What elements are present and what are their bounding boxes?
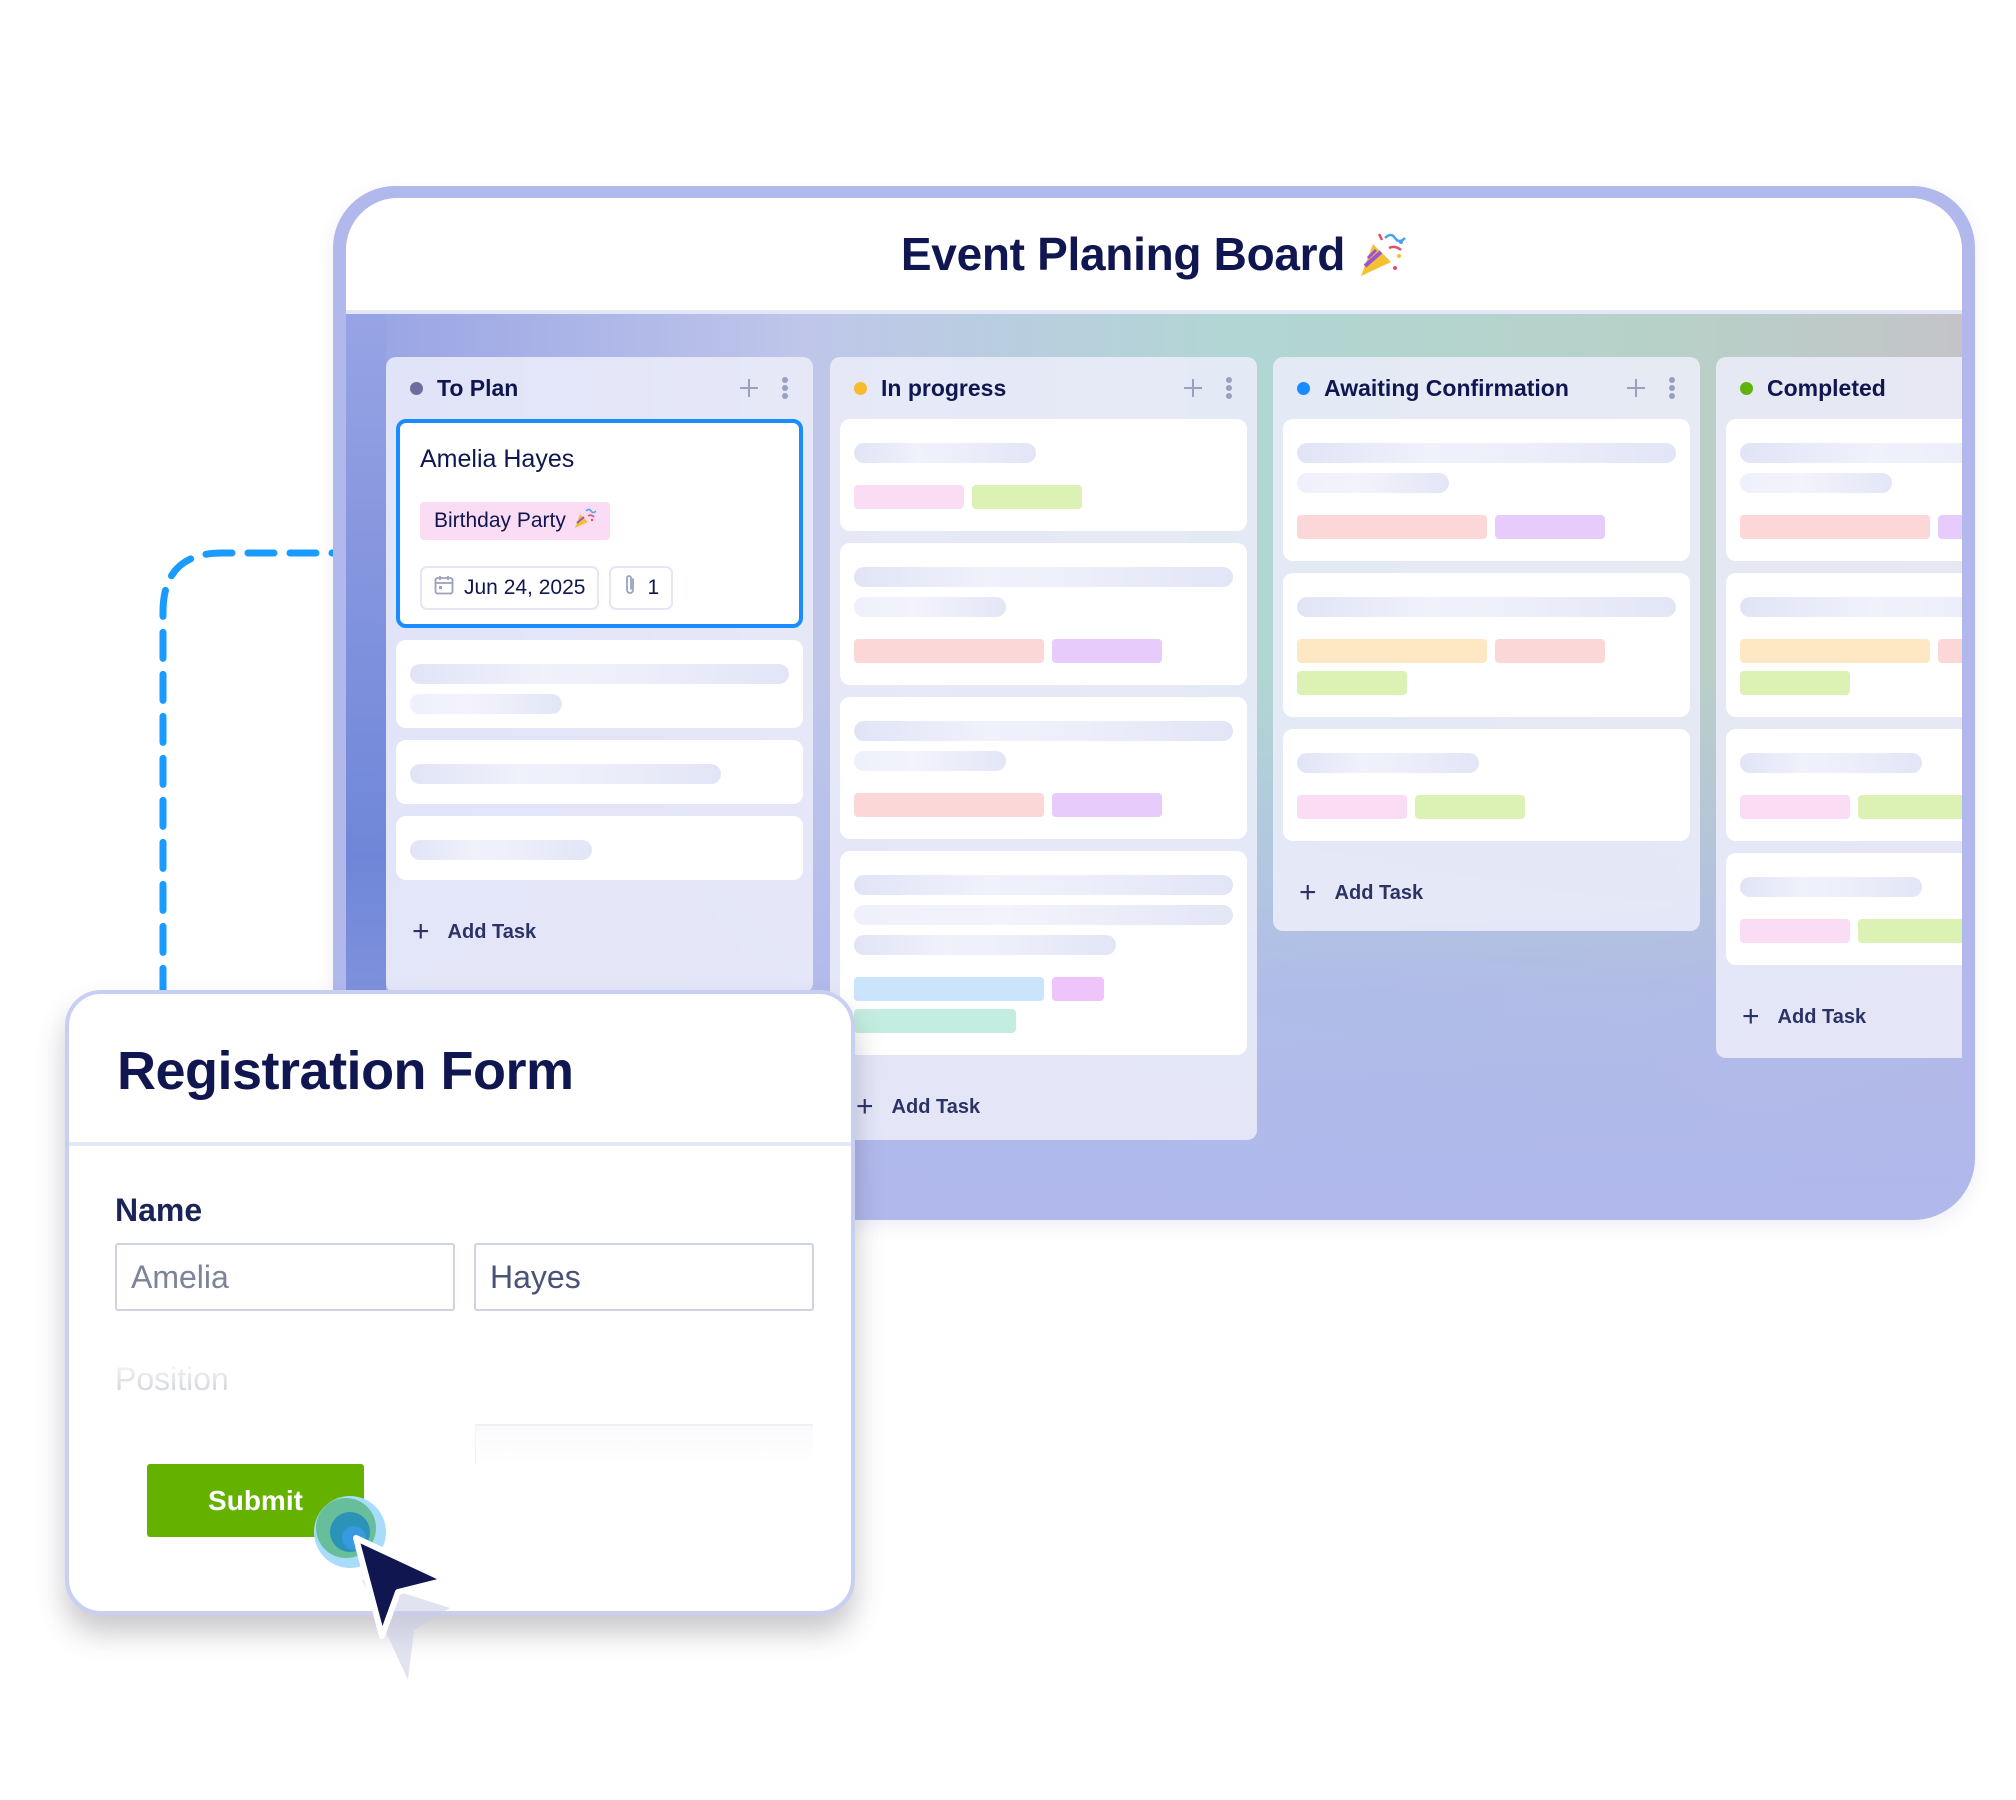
column-header: To Plan — [396, 357, 803, 419]
add-task-button[interactable]: + Add Task — [1726, 977, 1962, 1057]
column-header: In progress — [840, 357, 1247, 419]
plus-icon: + — [412, 915, 430, 948]
column-header: Completed — [1726, 357, 1962, 419]
name-label: Name — [115, 1192, 203, 1228]
column-in-progress: In progress — [830, 357, 1257, 1140]
position-input[interactable] — [475, 1424, 813, 1464]
task-card-title: Amelia Hayes — [420, 445, 575, 473]
paperclip-icon — [623, 574, 637, 602]
placeholder-card[interactable] — [1283, 729, 1690, 841]
event-type-tag: Birthday Party — [420, 502, 610, 540]
board-header: Event Planing Board — [346, 198, 1962, 314]
column-title: To Plan — [437, 374, 519, 401]
placeholder-card[interactable] — [840, 419, 1247, 531]
attachments-chip[interactable]: 1 — [609, 566, 674, 610]
calendar-icon — [434, 575, 454, 601]
form-title: Registration Form — [117, 1041, 574, 1101]
placeholder-card[interactable] — [396, 640, 803, 728]
add-task-button[interactable]: + Add Task — [396, 892, 803, 972]
plus-icon[interactable] — [1626, 378, 1646, 398]
board-area: To Plan Amelia Hayes Birthday Party — [346, 314, 1962, 1220]
party-popper-icon — [1355, 228, 1407, 280]
plus-icon: + — [1299, 876, 1317, 909]
column-to-plan: To Plan Amelia Hayes Birthday Party — [386, 357, 813, 993]
position-label: Position — [115, 1361, 229, 1397]
add-task-label: Add Task — [1334, 881, 1424, 904]
column-completed: Completed — [1716, 357, 1962, 1058]
add-task-button[interactable]: + Add Task — [1283, 853, 1690, 933]
add-task-label: Add Task — [1777, 1005, 1867, 1028]
status-dot — [854, 381, 867, 395]
status-dot — [1740, 381, 1753, 395]
placeholder-card[interactable] — [840, 851, 1247, 1055]
add-task-button[interactable]: + Add Task — [840, 1067, 1247, 1147]
column-title: In progress — [881, 374, 1007, 401]
last-name-input[interactable] — [474, 1243, 814, 1311]
board-title: Event Planing Board — [900, 228, 1346, 280]
task-card-amelia-hayes[interactable]: Amelia Hayes Birthday Party — [396, 419, 803, 628]
kebab-menu-icon[interactable] — [1668, 376, 1676, 400]
kebab-menu-icon[interactable] — [1225, 376, 1233, 400]
placeholder-card[interactable] — [396, 816, 803, 880]
column-title: Completed — [1767, 374, 1886, 401]
plus-icon[interactable] — [739, 378, 759, 398]
first-name-input[interactable] — [115, 1243, 455, 1311]
attachment-count: 1 — [647, 576, 660, 599]
placeholder-card[interactable] — [1726, 853, 1962, 965]
placeholder-card[interactable] — [840, 543, 1247, 685]
submit-button[interactable]: Submit — [147, 1464, 364, 1537]
plus-icon: + — [856, 1090, 874, 1123]
due-date-chip[interactable]: Jun 24, 2025 — [420, 566, 600, 610]
party-popper-icon — [572, 506, 597, 536]
placeholder-card[interactable] — [1726, 573, 1962, 717]
event-type-label: Birthday Party — [434, 509, 566, 532]
column-awaiting-confirmation: Awaiting Confirmation — [1273, 357, 1700, 931]
due-date: Jun 24, 2025 — [464, 576, 586, 599]
plus-icon: + — [1742, 1000, 1760, 1033]
placeholder-card[interactable] — [1726, 729, 1962, 841]
status-dot — [410, 381, 423, 395]
status-dot — [1297, 381, 1310, 395]
column-title: Awaiting Confirmation — [1324, 374, 1569, 401]
placeholder-card[interactable] — [840, 697, 1247, 839]
add-task-label: Add Task — [891, 1095, 981, 1118]
registration-form: Registration Form Name Position Submit — [65, 990, 855, 1615]
plus-icon[interactable] — [1183, 378, 1203, 398]
column-header: Awaiting Confirmation — [1283, 357, 1690, 419]
placeholder-card[interactable] — [1726, 419, 1962, 561]
placeholder-card[interactable] — [1283, 573, 1690, 717]
add-task-label: Add Task — [447, 920, 537, 943]
placeholder-card[interactable] — [1283, 419, 1690, 561]
form-header: Registration Form — [69, 994, 851, 1146]
board-window: Event Planing Board — [333, 186, 1975, 1220]
kebab-menu-icon[interactable] — [781, 376, 789, 400]
placeholder-card[interactable] — [396, 740, 803, 804]
